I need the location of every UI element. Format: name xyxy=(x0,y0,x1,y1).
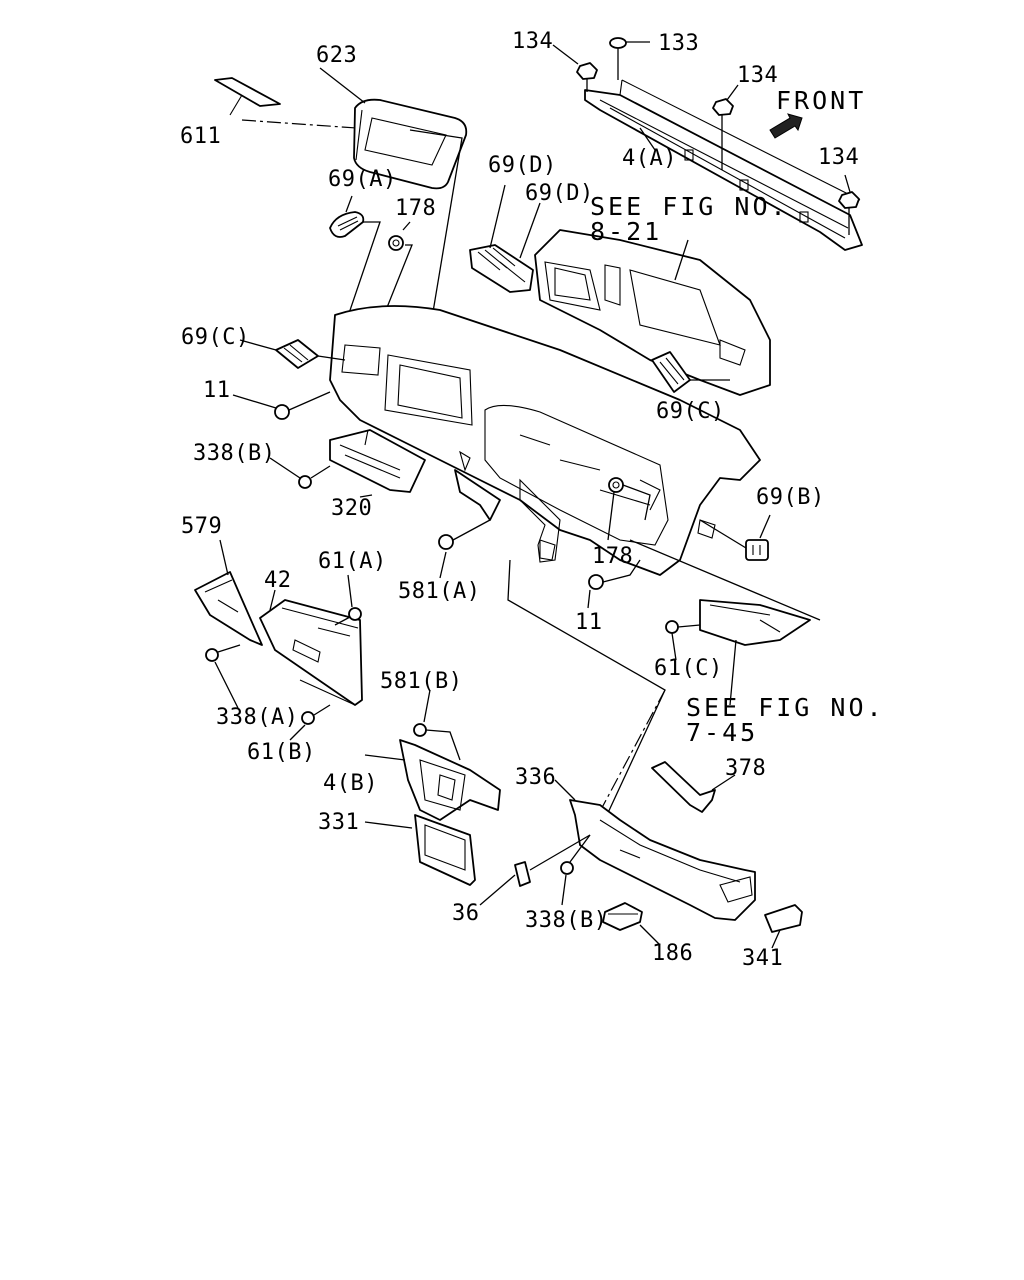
screw-338b-lower xyxy=(560,834,591,875)
part-69a-vent xyxy=(329,211,365,238)
label-36: 36 xyxy=(452,901,480,926)
part-69b-cap xyxy=(745,539,769,561)
nut-134-right xyxy=(838,191,860,235)
screw-61c xyxy=(665,620,701,634)
label-133: 133 xyxy=(658,31,699,56)
part-611-sheet xyxy=(214,77,281,107)
label-623: 623 xyxy=(316,43,357,68)
bolt-11-mid xyxy=(588,559,641,590)
label-341: 341 xyxy=(742,946,783,971)
label-134-mid: 134 xyxy=(737,63,778,88)
label-178-top: 178 xyxy=(395,196,436,221)
label-581b: 581(B) xyxy=(380,669,462,694)
label-186: 186 xyxy=(652,941,693,966)
label-69a: 69(A) xyxy=(328,167,397,192)
label-see-fig-7-45: SEE FIG NO. xyxy=(686,693,885,722)
part-186-block xyxy=(602,902,643,931)
label-581a: 581(A) xyxy=(398,579,480,604)
nut-134-left xyxy=(576,62,598,92)
label-338b-lower: 338(B) xyxy=(525,908,607,933)
label-61c: 61(C) xyxy=(654,656,723,681)
label-134-right: 134 xyxy=(818,145,859,170)
label-178-mid: 178 xyxy=(592,544,633,569)
screw-338a xyxy=(205,644,241,662)
label-69c-left: 69(C) xyxy=(181,325,250,350)
part-4a-defroster-duct xyxy=(584,79,863,251)
dashboard-main-panel xyxy=(329,305,761,576)
label-378: 378 xyxy=(725,756,766,781)
screw-61a xyxy=(334,607,362,626)
screw-581a xyxy=(438,519,491,550)
label-4b: 4(B) xyxy=(323,771,378,796)
part-331-bezel xyxy=(414,814,476,886)
label-69d-2: 69(D) xyxy=(525,181,594,206)
label-11-mid: 11 xyxy=(575,610,603,635)
label-320: 320 xyxy=(331,496,372,521)
label-69d-1: 69(D) xyxy=(488,153,557,178)
label-11-left: 11 xyxy=(203,378,231,403)
part-623-hood xyxy=(353,98,468,190)
screw-133 xyxy=(609,37,627,80)
part-336-lower-cover xyxy=(569,799,756,921)
clip-178-mid xyxy=(608,477,624,493)
screw-61b xyxy=(301,704,331,725)
part-42-glove-box xyxy=(259,599,363,706)
label-134-left: 134 xyxy=(512,29,553,54)
label-fig-7-45: 7-45 xyxy=(686,718,758,747)
label-see-fig-8-21: SEE FIG NO. xyxy=(590,192,789,221)
part-69c-vent-left xyxy=(275,339,319,369)
label-579: 579 xyxy=(181,514,222,539)
front-arrow-icon xyxy=(769,113,803,139)
cluster-bezel xyxy=(534,229,771,396)
bolt-11-left xyxy=(274,391,331,420)
label-69b: 69(B) xyxy=(756,485,825,510)
label-338a: 338(A) xyxy=(216,705,298,730)
screw-338b-upper xyxy=(298,465,331,489)
label-42: 42 xyxy=(264,568,292,593)
nut-134-mid xyxy=(712,98,734,170)
part-4b-panel xyxy=(399,739,501,821)
part-378-bracket xyxy=(651,761,716,813)
label-611: 611 xyxy=(180,124,221,149)
clip-178-top xyxy=(388,235,404,251)
screw-581b xyxy=(413,723,461,761)
part-36-clip xyxy=(514,861,531,887)
part-320-ashtray xyxy=(329,429,426,493)
label-fig-8-21: 8-21 xyxy=(590,217,662,246)
knee-bracket xyxy=(454,469,561,563)
label-336: 336 xyxy=(515,765,556,790)
part-341-cap xyxy=(764,904,803,933)
label-61b: 61(B) xyxy=(247,740,316,765)
part-69d-vents xyxy=(469,244,534,293)
part-579-panel xyxy=(194,571,263,646)
label-front: FRONT xyxy=(776,86,866,115)
label-69c-right: 69(C) xyxy=(656,399,725,424)
label-338b-upper: 338(B) xyxy=(193,441,275,466)
part-7-45-duct xyxy=(699,599,811,646)
label-61a: 61(A) xyxy=(318,549,387,574)
label-4a: 4(A) xyxy=(622,146,677,171)
label-331: 331 xyxy=(318,810,359,835)
